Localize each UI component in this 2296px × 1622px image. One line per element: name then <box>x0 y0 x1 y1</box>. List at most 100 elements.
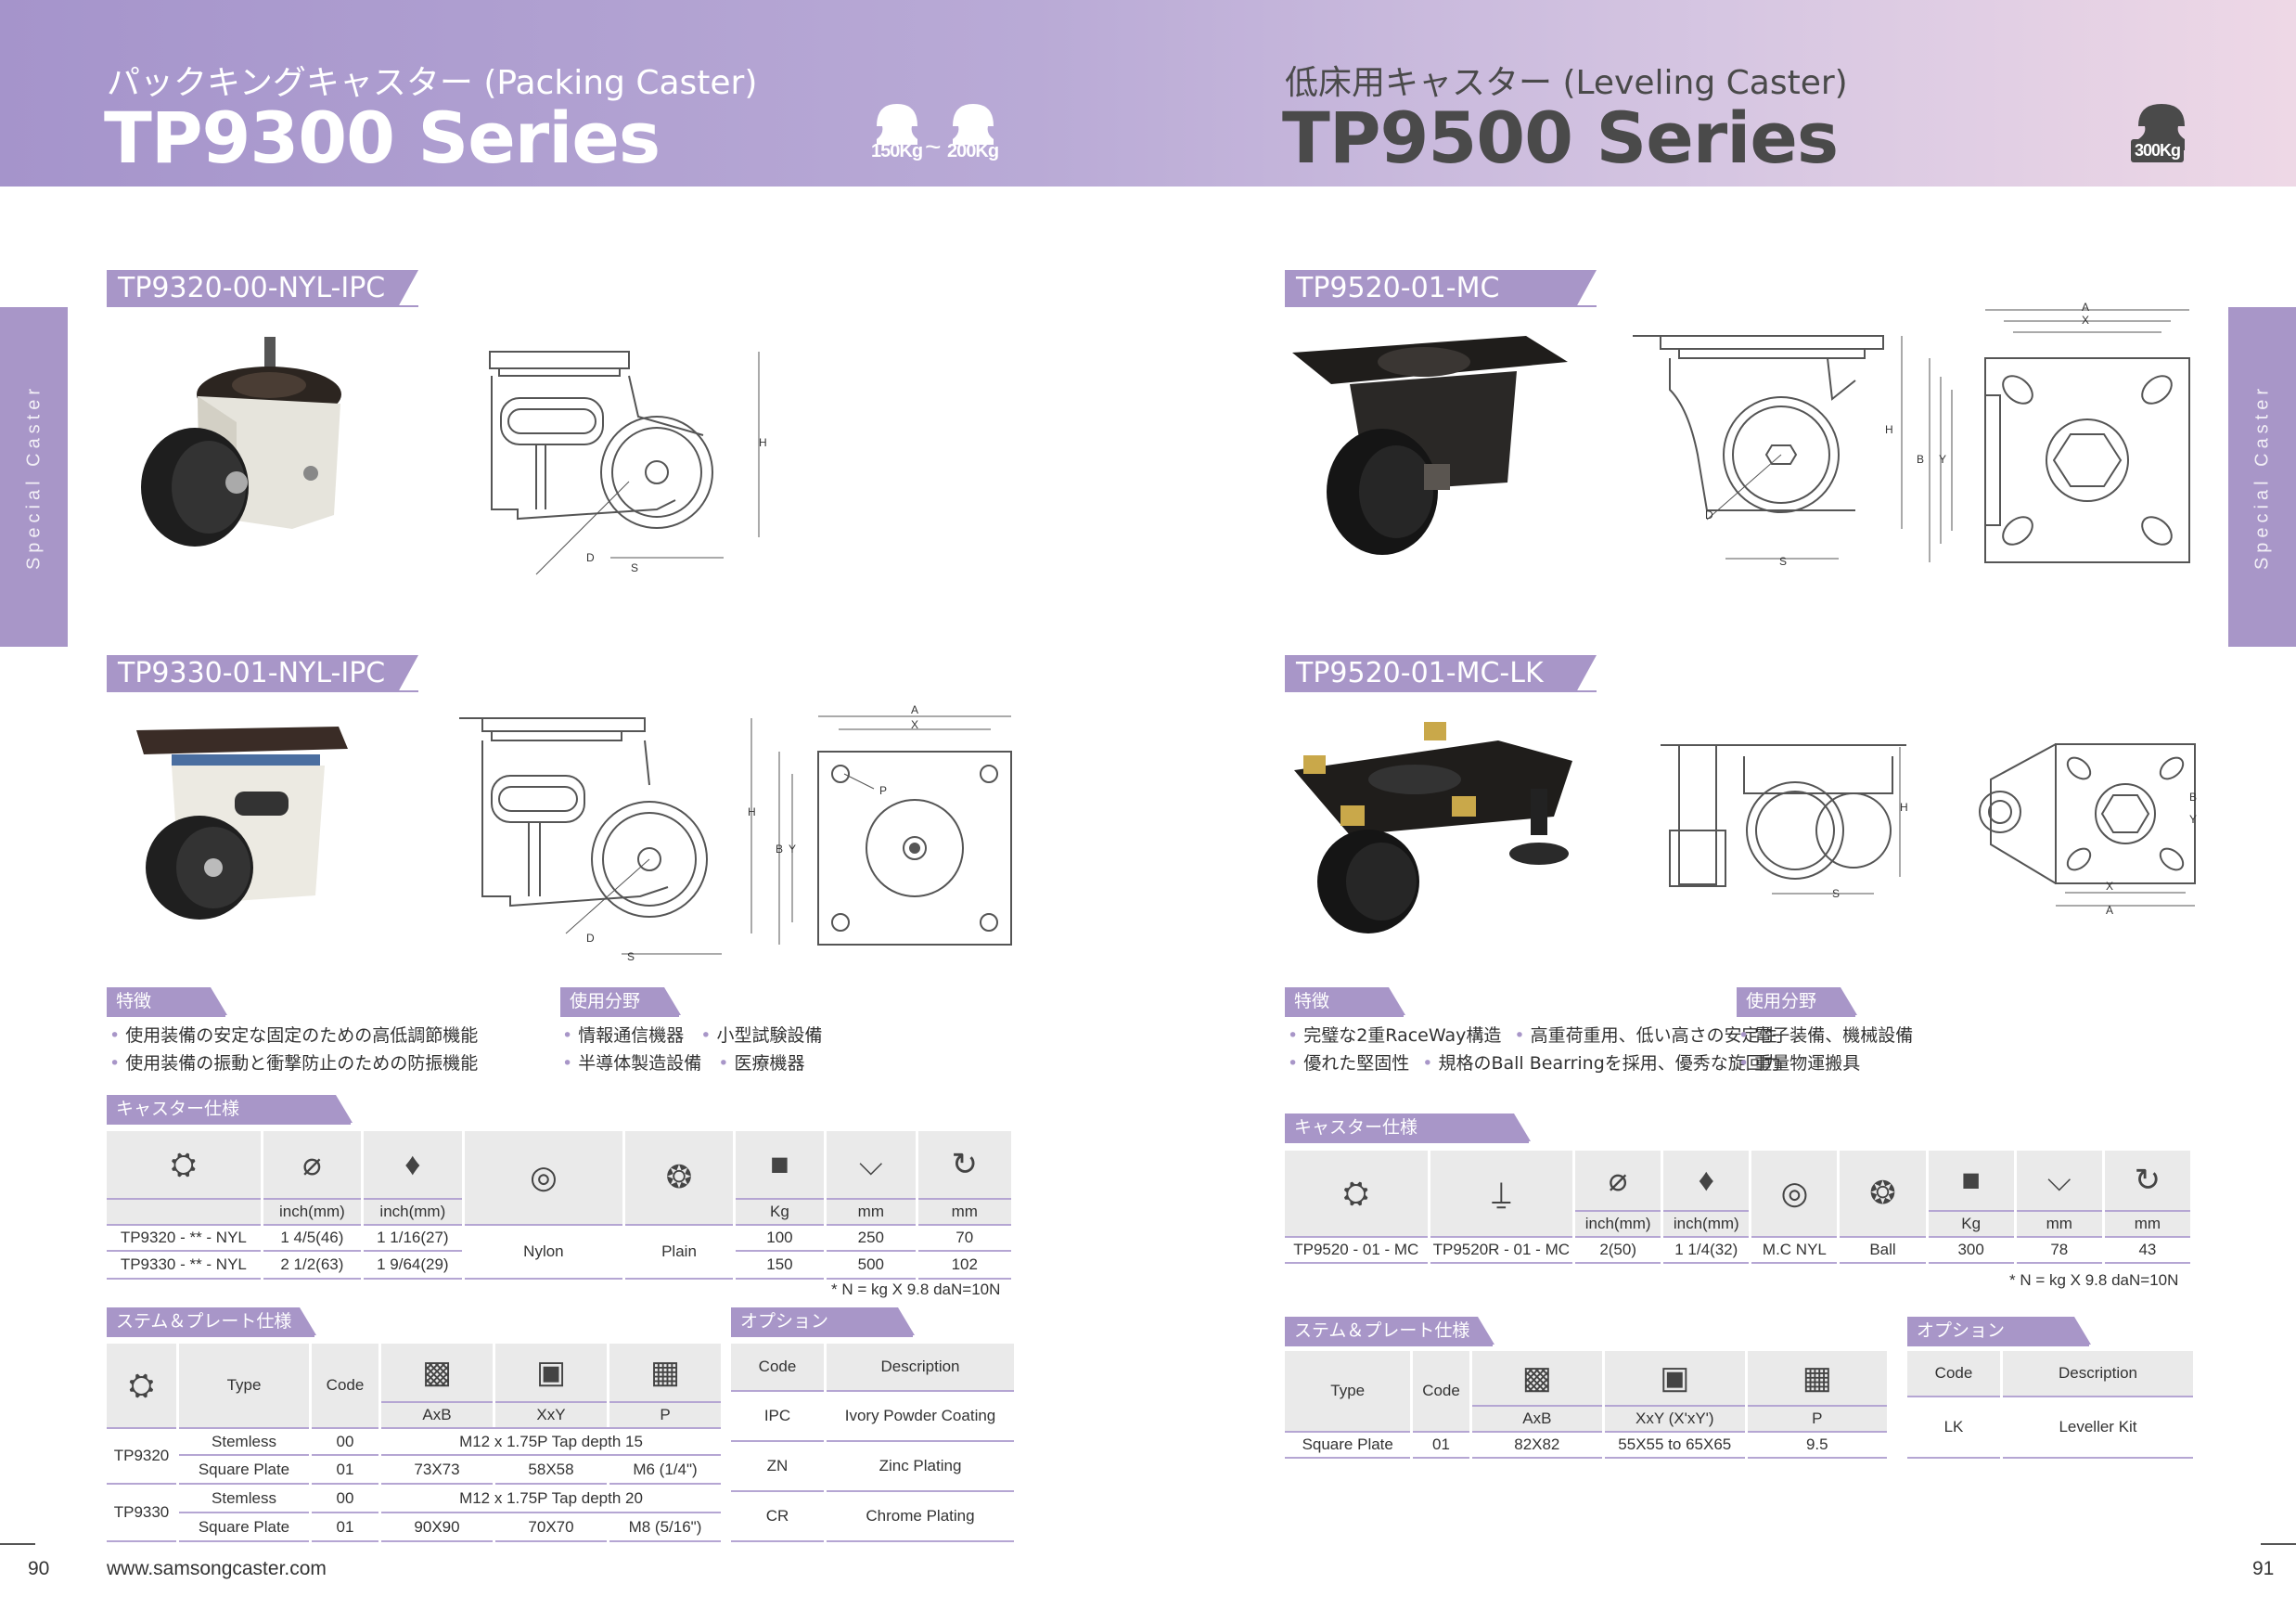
product-label-tp9520: TP9520-01-MC <box>1285 270 1597 307</box>
weight-icon <box>2138 104 2185 150</box>
bolt-spacing-icon: ▣ <box>535 1355 567 1390</box>
unit-cell: Kg <box>735 1198 825 1224</box>
cell: 500 <box>827 1252 916 1280</box>
dim-h: H <box>1885 423 1893 436</box>
cell: M12 x 1.75P Tap depth 15 <box>381 1427 721 1456</box>
wheel-width-icon: ♦ <box>404 1147 421 1182</box>
cell: 43 <box>2104 1236 2190 1264</box>
icon-cell: ⌀ <box>1575 1151 1661 1210</box>
dim-y: Y <box>1939 453 1947 466</box>
icon-cell: ❂ <box>625 1131 733 1224</box>
stem-plate-table: ⛭ Type Code ▩ ▣ ▦ AxB XxY P TP9320 Steml… <box>104 1344 724 1542</box>
wheel-material-icon: ◎ <box>530 1160 558 1195</box>
right-side-tab: Special Caster <box>2228 307 2296 647</box>
cell: IPC <box>731 1392 824 1442</box>
cell: Stemless <box>179 1485 309 1513</box>
conversion-note: * N = kg X 9.8 daN=10N <box>831 1281 1001 1298</box>
group-cell: TP9330 <box>107 1485 176 1542</box>
icon-cell: ⛭ <box>107 1131 261 1198</box>
dim-x: X <box>2106 880 2114 893</box>
table-row: Square Plate 01 73X73 58X58 M6 (1/4") <box>107 1456 721 1485</box>
dim-d: D <box>586 932 595 945</box>
height-icon: ⌵ <box>2046 1163 2072 1198</box>
option-table-right: Code Description LK Leveller Kit <box>1905 1351 2196 1459</box>
dim-s: S <box>627 950 635 963</box>
icon-cell: ▣ <box>495 1344 607 1401</box>
weight-value: 300Kg <box>2131 139 2185 162</box>
unit-cell: inch(mm) <box>1575 1210 1661 1236</box>
dim-a: A <box>911 703 919 716</box>
cell: 1 4/5(46) <box>263 1224 362 1252</box>
usage-list: •情報通信機器•小型試験設備 •半導体製造設備•医療機器 <box>562 1022 822 1077</box>
cell: 01 <box>312 1513 378 1542</box>
feature-text: 完璧な2重RaceWay構造 <box>1303 1025 1502 1046</box>
plate-size-icon: ▩ <box>1521 1360 1552 1396</box>
header-description: Description <box>827 1344 1014 1392</box>
cell: LK <box>1907 1397 2000 1459</box>
unit-cell: inch(mm) <box>263 1198 362 1224</box>
cell: 2(50) <box>1575 1236 1661 1264</box>
cell: 100 <box>735 1224 825 1252</box>
feature-row: •完璧な2重RaceWay構造•高重荷重用、低い高さの安定性 <box>1288 1025 1777 1046</box>
caster-spec-label: キャスター仕様 <box>1285 1114 1531 1141</box>
cell: 00 <box>312 1427 378 1456</box>
material-cell: Nylon <box>464 1224 623 1280</box>
cell: 9.5 <box>1747 1431 1887 1459</box>
caster-photo-tp9520-lk <box>1294 722 1572 933</box>
usage-text: 情報通信機器 <box>578 1025 685 1046</box>
cell: 1 1/16(27) <box>364 1224 462 1252</box>
usage-text: 重量物運搬具 <box>1754 1053 1861 1074</box>
feature-item: •使用装備の安定な固定のための高低調節機能 <box>109 1025 479 1046</box>
height-icon: ⌵ <box>858 1147 883 1182</box>
wheel-diameter-icon: ⌀ <box>1608 1163 1628 1198</box>
side-tab-text: Special Caster <box>23 383 44 571</box>
feature-row: •優れた堅固性•規格のBall Bearringを採用、優秀な旋回力 <box>1288 1053 1781 1074</box>
feature-text: 規格のBall Bearringを採用、優秀な旋回力 <box>1438 1053 1781 1074</box>
dim-x: X <box>911 718 919 731</box>
caster-spec-label: キャスター仕様 <box>107 1095 353 1123</box>
cell: 250 <box>827 1224 916 1252</box>
icon-cell: ▦ <box>1747 1351 1887 1405</box>
usage-label: 使用分野 <box>560 987 681 1015</box>
header-description: Description <box>2003 1351 2193 1397</box>
features-label: 特徴 <box>107 987 227 1015</box>
table-row: CR Chrome Plating <box>731 1492 1014 1542</box>
usage-item: •重量物運搬具 <box>1738 1053 1861 1074</box>
model-cell: TP9520 - 01 - MC <box>1285 1236 1428 1264</box>
usage-row: •情報通信機器•小型試験設備 <box>562 1025 823 1046</box>
label-underline <box>107 1335 314 1337</box>
website-link[interactable]: www.samsongcaster.com <box>107 1558 327 1579</box>
icon-cell: ◎ <box>464 1131 623 1224</box>
unit-cell: mm <box>917 1198 1011 1224</box>
dim-h: H <box>1900 801 1908 814</box>
cell: 70X70 <box>495 1513 607 1542</box>
stem-plate-label: ステム＆プレート仕様 <box>107 1307 316 1335</box>
label-underline <box>107 305 418 307</box>
dim-x: X <box>2082 314 2090 327</box>
label-underline <box>107 1015 225 1017</box>
cell: 73X73 <box>381 1456 493 1485</box>
swivel-radius-icon: ↻ <box>2134 1163 2161 1198</box>
stem-plate-table-right: Type Code ▩ ▣ ▦ AxB XxY (X'xY') P Square… <box>1282 1351 1890 1459</box>
icon-cell: ▩ <box>1471 1351 1603 1405</box>
cell: ZN <box>731 1442 824 1492</box>
icon-cell: ↻ <box>2104 1151 2190 1210</box>
caster-photo-tp9520 <box>1292 336 1568 555</box>
right-series-title: TP9500 Series <box>1282 97 1839 179</box>
caster-type-icon: ⛭ <box>1343 1176 1369 1211</box>
usage-label: 使用分野 <box>1737 987 1857 1015</box>
cell: 58X58 <box>495 1456 607 1485</box>
dim-d: D <box>586 551 595 564</box>
group-cell: TP9320 <box>107 1427 176 1485</box>
dim-b: B <box>1917 453 1925 466</box>
weight-icon <box>877 104 994 145</box>
label-underline <box>107 690 418 692</box>
header-type: Type <box>1285 1351 1411 1431</box>
table-row: LK Leveller Kit <box>1907 1397 2193 1459</box>
label-underline <box>1737 1015 1855 1017</box>
table-row: TP9320 Stemless 00 M12 x 1.75P Tap depth… <box>107 1427 721 1485</box>
table-row: ZN Zinc Plating <box>731 1442 1014 1492</box>
cell: 70 <box>917 1224 1011 1252</box>
table-row: TP9330 - ** - NYL 2 1/2(63) 1 9/64(29) 1… <box>107 1252 1011 1280</box>
label-underline <box>1285 1015 1404 1017</box>
